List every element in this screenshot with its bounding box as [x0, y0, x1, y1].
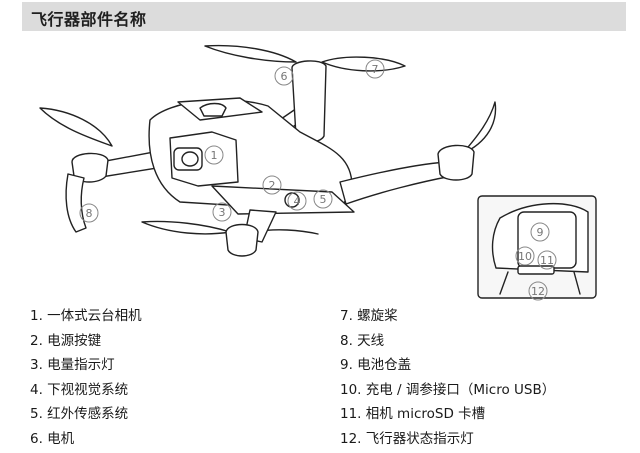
section-title: 飞行器部件名称: [31, 10, 147, 29]
callout-2: [262, 175, 282, 195]
callout-3: [212, 202, 232, 222]
legend-item: 3. 电量指示灯: [30, 357, 115, 374]
micro-usb-port: [517, 265, 555, 275]
legend-item: 11. 相机 microSD 卡槽: [340, 406, 486, 423]
legend-item: 5. 红外传感系统: [30, 406, 129, 423]
parts-legend-right: 7. 螺旋桨 8. 天线 9. 电池仓盖 10. 充电 / 调参接口（Micro…: [340, 304, 630, 452]
callout-10: [515, 246, 535, 266]
callout-label-7: 7: [372, 63, 379, 76]
propeller-top-middle: [204, 44, 297, 63]
legend-item: 7. 螺旋桨: [340, 308, 398, 324]
propeller-top-right: [321, 56, 406, 72]
legend-item: 9. 电池仓盖: [340, 357, 412, 374]
drone-illustration: 1 2 3 4 5 6 7 8 9 10 11 12: [39, 44, 597, 301]
legend-item: 4. 下视视觉系统: [30, 381, 129, 398]
callout-8: [79, 203, 99, 223]
callout-label-11: 11: [540, 254, 554, 267]
legend-item: 8. 天线: [340, 332, 385, 349]
callout-9: [530, 222, 550, 242]
callout-label-4: 4: [294, 195, 301, 208]
legend-item: 10. 充电 / 调参接口（Micro USB）: [340, 381, 556, 398]
callout-7: [365, 59, 385, 79]
callout-label-5: 5: [320, 193, 327, 206]
callout-label-2: 2: [269, 179, 276, 192]
drone-diagram: 1 2 3 4 5 6 7 8 9 10 11 12: [0, 36, 640, 304]
propeller-bottom: [141, 220, 231, 235]
legend-item: 2. 电源按键: [30, 332, 102, 349]
callout-12: [528, 281, 548, 301]
parts-legend-left: 1. 一体式云台相机 2. 电源按键 3. 电量指示灯 4. 下视视觉系统 5.…: [30, 304, 320, 452]
callout-label-9: 9: [537, 226, 544, 239]
callout-4: [287, 191, 307, 211]
callout-label-1: 1: [211, 149, 218, 162]
callout-label-6: 6: [281, 70, 288, 83]
callout-1: [204, 145, 224, 165]
antenna-leg: [65, 173, 87, 233]
arm-front-right: [339, 161, 453, 205]
callout-label-3: 3: [219, 206, 226, 219]
callout-11: [537, 250, 557, 270]
callout-5: [313, 189, 333, 209]
section-header: 飞行器部件名称: [22, 2, 626, 31]
callout-6: [274, 66, 294, 86]
callout-label-10: 10: [518, 250, 532, 263]
motor-right: [437, 144, 475, 181]
callout-label-12: 12: [531, 285, 545, 298]
legend-item: 12. 飞行器状态指示灯: [340, 430, 474, 447]
propeller-right: [461, 101, 497, 155]
gimbal-camera: [169, 131, 239, 187]
callout-label-8: 8: [86, 207, 93, 220]
legend-item: 6. 电机: [30, 430, 75, 447]
motor-bottom: [225, 223, 259, 257]
propeller-top-left: [39, 107, 113, 147]
legend-item: 1. 一体式云台相机: [30, 308, 142, 324]
